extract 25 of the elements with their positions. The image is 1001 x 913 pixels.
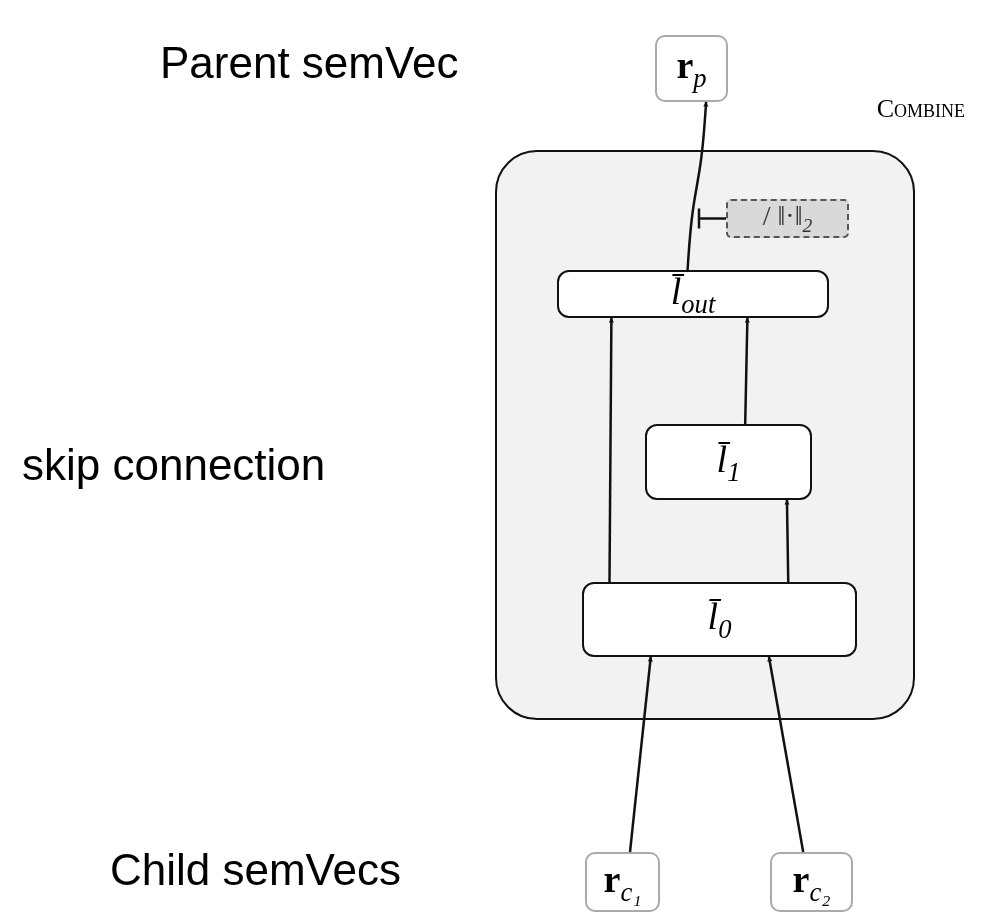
vector-box	[770, 852, 853, 912]
layer-box	[582, 582, 857, 657]
math-label: l̄$_{out}$	[670, 268, 716, 320]
arrow	[784, 499, 790, 583]
math-label: / ‖·‖$_{2}$	[762, 200, 813, 237]
annotation-text: skip connection	[22, 440, 326, 490]
math-label: r$_{c₁}$	[603, 856, 642, 908]
math-label: l̄$_{0}$	[707, 594, 732, 645]
arrow	[628, 656, 653, 853]
vector-box	[585, 852, 660, 912]
arrow	[608, 317, 614, 582]
math-label: r$_{p}$	[676, 43, 707, 94]
annotation-text: Child semVecs	[110, 845, 401, 895]
math-label: r$_{c₂}$	[792, 856, 831, 908]
arrow	[686, 101, 709, 271]
arrow	[697, 207, 728, 230]
vector-box	[655, 35, 728, 102]
layer-box	[645, 424, 812, 500]
arrow	[767, 656, 805, 853]
normalization-box	[726, 199, 849, 238]
layer-box	[557, 270, 829, 318]
module-title: Combine	[876, 94, 965, 124]
math-label: l̄$_{1}$	[716, 436, 741, 488]
annotation-text: Parent semVec	[160, 38, 459, 88]
arrow	[743, 317, 750, 425]
